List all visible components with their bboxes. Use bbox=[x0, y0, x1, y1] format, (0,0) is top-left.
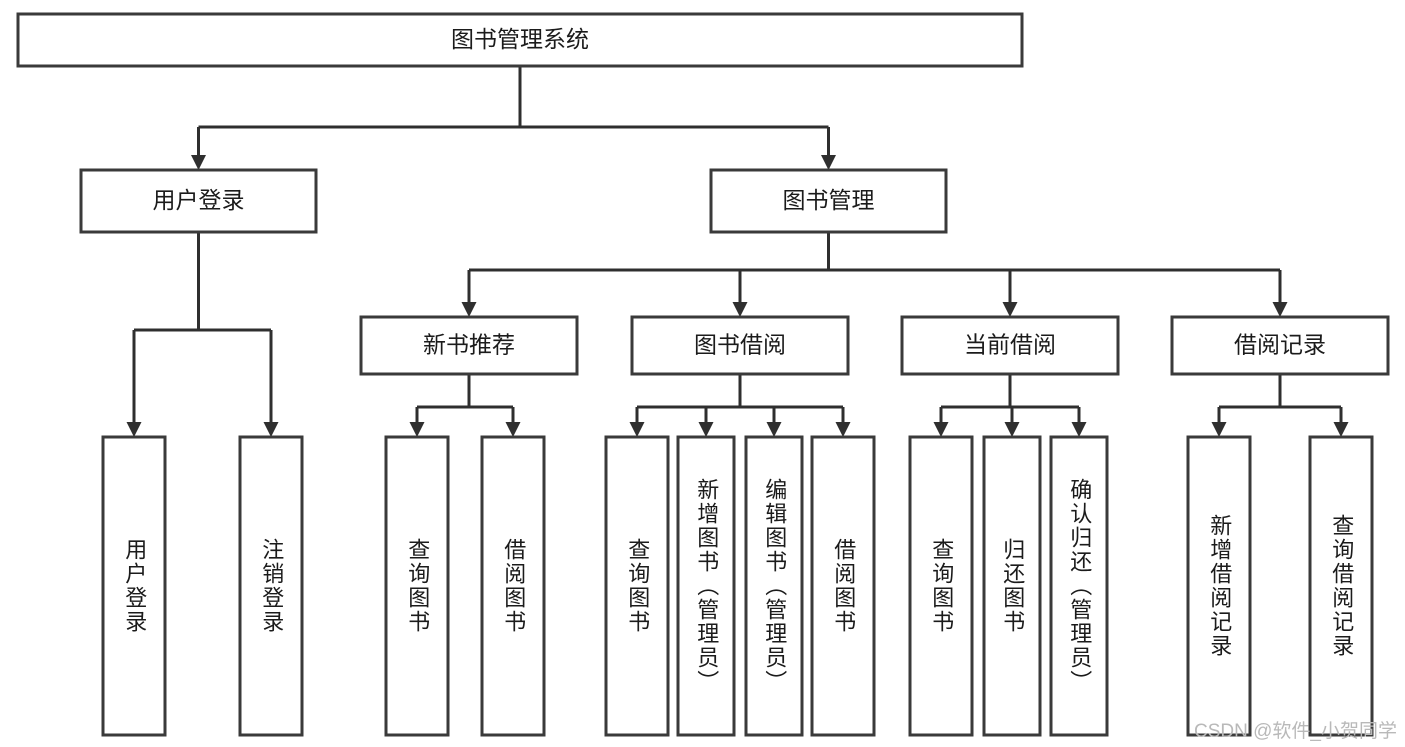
node-leaf-add-book-rect bbox=[676, 435, 736, 737]
link-book-borrow-arrow-2 bbox=[766, 422, 782, 437]
node-new-book-recommend-label: 新书推荐 bbox=[423, 332, 515, 358]
link-book-management-arrow-0 bbox=[461, 302, 477, 317]
node-book-borrow-label: 图书借阅 bbox=[694, 332, 786, 358]
node-leaf-add-record-rect bbox=[1186, 435, 1252, 737]
link-root-arrow-0 bbox=[191, 155, 206, 170]
link-borrow-record-arrow-0 bbox=[1211, 422, 1227, 437]
node-user-login-label: 用户登录 bbox=[153, 187, 245, 213]
node-current-borrow[interactable]: 当前借阅 bbox=[900, 315, 1120, 376]
node-user-login-rect bbox=[79, 168, 318, 234]
link-current-borrow-arrow-2 bbox=[1071, 422, 1087, 437]
link-borrow-record-arrow-1 bbox=[1333, 422, 1349, 437]
link-current-borrow-arrow-0 bbox=[933, 422, 949, 437]
link-user-login-arrow-0 bbox=[126, 422, 142, 437]
node-borrow-record[interactable]: 借阅记录 bbox=[1170, 315, 1390, 376]
node-leaf-edit-book[interactable] bbox=[744, 435, 804, 737]
node-leaf-confirm-return-label: 确认归还（管理员） bbox=[1067, 478, 1093, 694]
node-book-management[interactable]: 图书管理 bbox=[709, 168, 948, 234]
node-leaf-borrow-book-2-rect bbox=[810, 435, 876, 737]
watermark: CSDN @软件_小贺同学 bbox=[1194, 721, 1397, 742]
node-leaf-return-book-label: 归还图书 bbox=[1000, 538, 1026, 634]
node-leaf-edit-book-label: 编辑图书（管理员） bbox=[762, 478, 788, 694]
node-leaf-add-book-label: 新增图书（管理员） bbox=[694, 478, 720, 694]
node-leaf-borrow-book-1-rect bbox=[480, 435, 546, 737]
node-leaf-query-record-rect bbox=[1308, 435, 1374, 737]
node-borrow-record-rect bbox=[1170, 315, 1390, 376]
node-leaf-borrow-book-1[interactable] bbox=[480, 435, 546, 737]
node-leaf-query-book-1-label: 查询图书 bbox=[405, 538, 431, 634]
node-new-book-recommend-rect bbox=[359, 315, 579, 376]
node-leaf-query-book-2-rect bbox=[604, 435, 670, 737]
node-root[interactable]: 图书管理系统 bbox=[16, 12, 1024, 68]
node-root-rect bbox=[16, 12, 1024, 68]
node-new-book-recommend[interactable]: 新书推荐 bbox=[359, 315, 579, 376]
link-user-login-arrow-1 bbox=[263, 422, 279, 437]
node-leaf-user-login-label: 用户登录 bbox=[122, 538, 148, 634]
node-leaf-add-record-label: 新增借阅记录 bbox=[1207, 514, 1233, 658]
node-leaf-logout-rect bbox=[238, 435, 304, 737]
node-leaf-add-book[interactable] bbox=[676, 435, 736, 737]
node-leaf-query-book-3-rect bbox=[908, 435, 974, 737]
node-leaf-return-book-rect bbox=[982, 435, 1042, 737]
node-leaf-user-login[interactable] bbox=[101, 435, 167, 737]
node-leaf-return-book[interactable] bbox=[982, 435, 1042, 737]
node-root-label: 图书管理系统 bbox=[451, 26, 589, 52]
node-leaf-query-book-2[interactable] bbox=[604, 435, 670, 737]
connector-layer bbox=[126, 66, 1349, 437]
node-current-borrow-label: 当前借阅 bbox=[964, 332, 1056, 358]
node-borrow-record-label: 借阅记录 bbox=[1234, 332, 1326, 358]
node-book-management-label: 图书管理 bbox=[783, 187, 875, 213]
node-leaf-edit-book-rect bbox=[744, 435, 804, 737]
link-book-borrow-arrow-0 bbox=[629, 422, 645, 437]
node-leaf-borrow-book-1-label: 借阅图书 bbox=[501, 538, 527, 634]
node-leaf-query-book-2-label: 查询图书 bbox=[625, 538, 651, 634]
link-new-book-recommend-arrow-0 bbox=[409, 422, 425, 437]
node-book-management-rect bbox=[709, 168, 948, 234]
node-book-borrow-rect bbox=[630, 315, 850, 376]
link-root-arrow-1 bbox=[821, 155, 836, 170]
node-leaf-query-book-3-label: 查询图书 bbox=[929, 538, 955, 634]
node-leaf-user-login-rect bbox=[101, 435, 167, 737]
node-leaf-confirm-return-rect bbox=[1049, 435, 1109, 737]
node-leaf-confirm-return[interactable] bbox=[1049, 435, 1109, 737]
link-book-borrow-arrow-1 bbox=[698, 422, 714, 437]
node-book-borrow[interactable]: 图书借阅 bbox=[630, 315, 850, 376]
node-leaf-query-book-1[interactable] bbox=[384, 435, 450, 737]
node-leaf-logout-label: 注销登录 bbox=[259, 538, 285, 634]
node-leaf-borrow-book-2[interactable] bbox=[810, 435, 876, 737]
node-leaf-query-book-1-rect bbox=[384, 435, 450, 737]
node-leaf-logout[interactable] bbox=[238, 435, 304, 737]
link-current-borrow-arrow-1 bbox=[1004, 422, 1020, 437]
node-leaf-add-record[interactable] bbox=[1186, 435, 1252, 737]
node-leaf-query-book-3[interactable] bbox=[908, 435, 974, 737]
link-book-borrow-arrow-3 bbox=[835, 422, 851, 437]
link-new-book-recommend-arrow-1 bbox=[505, 422, 521, 437]
node-current-borrow-rect bbox=[900, 315, 1120, 376]
link-book-management-arrow-3 bbox=[1272, 302, 1288, 317]
node-leaf-borrow-book-2-label: 借阅图书 bbox=[831, 538, 857, 634]
link-book-management-arrow-2 bbox=[1002, 302, 1018, 317]
link-book-management-arrow-1 bbox=[732, 302, 748, 317]
node-user-login[interactable]: 用户登录 bbox=[79, 168, 318, 234]
node-leaf-query-record-label: 查询借阅记录 bbox=[1329, 514, 1355, 658]
node-leaf-query-record[interactable] bbox=[1308, 435, 1374, 737]
